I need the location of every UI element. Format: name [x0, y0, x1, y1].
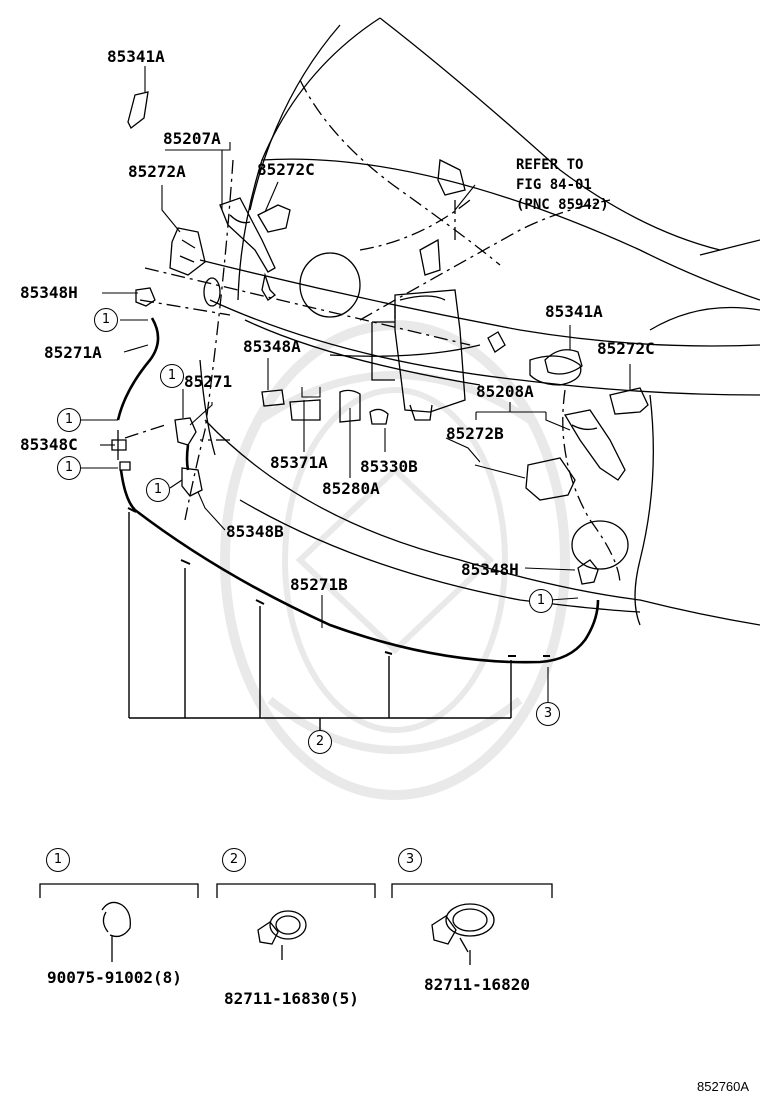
- label-85348B: 85348B: [226, 522, 284, 541]
- legend-clip-1: [101, 901, 131, 962]
- legend-callout-2: 2: [222, 848, 246, 872]
- refer-note-line2: FIG 84-01: [516, 177, 592, 193]
- legend-clip-2: [257, 910, 307, 960]
- label-85272B: 85272B: [446, 424, 504, 443]
- legend-callout-3: 3: [398, 848, 422, 872]
- legend-part-1: 90075-91002(8): [47, 968, 182, 987]
- washer-tank-assembly: [371, 158, 506, 421]
- hose-clamp-marks: [127, 507, 550, 657]
- label-85348H-left: 85348H: [20, 283, 78, 302]
- vehicle-body-outline: [199, 17, 760, 626]
- label-85348C: 85348C: [20, 435, 78, 454]
- callout-1: 1: [57, 456, 81, 480]
- label-85348A: 85348A: [243, 337, 301, 356]
- figure-number: 852760A: [697, 1079, 750, 1094]
- label-85207A: 85207A: [163, 129, 221, 148]
- legend-part-2: 82711-16830(5): [224, 989, 359, 1008]
- callout-1: 1: [94, 308, 118, 332]
- hose-fittings: [111, 287, 389, 497]
- label-85371A: 85371A: [270, 453, 328, 472]
- callout-1: 1: [529, 589, 553, 613]
- refer-note-line3: (PNC 85942): [516, 197, 609, 213]
- callout-1: 1: [160, 364, 184, 388]
- label-85271A: 85271A: [44, 343, 102, 362]
- washer-hoses: [116, 317, 600, 664]
- callout-2: 2: [308, 730, 332, 754]
- left-washer-nozzle-assembly: [127, 91, 291, 301]
- clamp-bracket-2: [128, 512, 512, 732]
- label-85272A: 85272A: [128, 162, 186, 181]
- right-washer-nozzle-assembly: [525, 349, 649, 585]
- callout-1: 1: [146, 478, 170, 502]
- leader-lines: [80, 66, 631, 702]
- legend-clip-3: [431, 903, 495, 965]
- label-85272C-right: 85272C: [597, 339, 655, 358]
- callout-3: 3: [536, 702, 560, 726]
- label-85348H-right: 85348H: [461, 560, 519, 579]
- label-85272C-top: 85272C: [257, 160, 315, 179]
- label-85341A-right: 85341A: [545, 302, 603, 321]
- legend-headers: [39, 883, 553, 898]
- label-85208A: 85208A: [476, 382, 534, 401]
- label-85280A: 85280A: [322, 479, 380, 498]
- phantom-lines: [124, 79, 621, 586]
- label-85271: 85271: [184, 372, 233, 391]
- legend-callout-1: 1: [46, 848, 70, 872]
- legend-part-3: 82711-16820: [424, 975, 530, 994]
- refer-note-line1: REFER TO: [516, 157, 584, 173]
- callout-1: 1: [57, 408, 81, 432]
- label-85330B: 85330B: [360, 457, 418, 476]
- label-85341A-left: 85341A: [107, 47, 165, 66]
- label-85271B: 85271B: [290, 575, 348, 594]
